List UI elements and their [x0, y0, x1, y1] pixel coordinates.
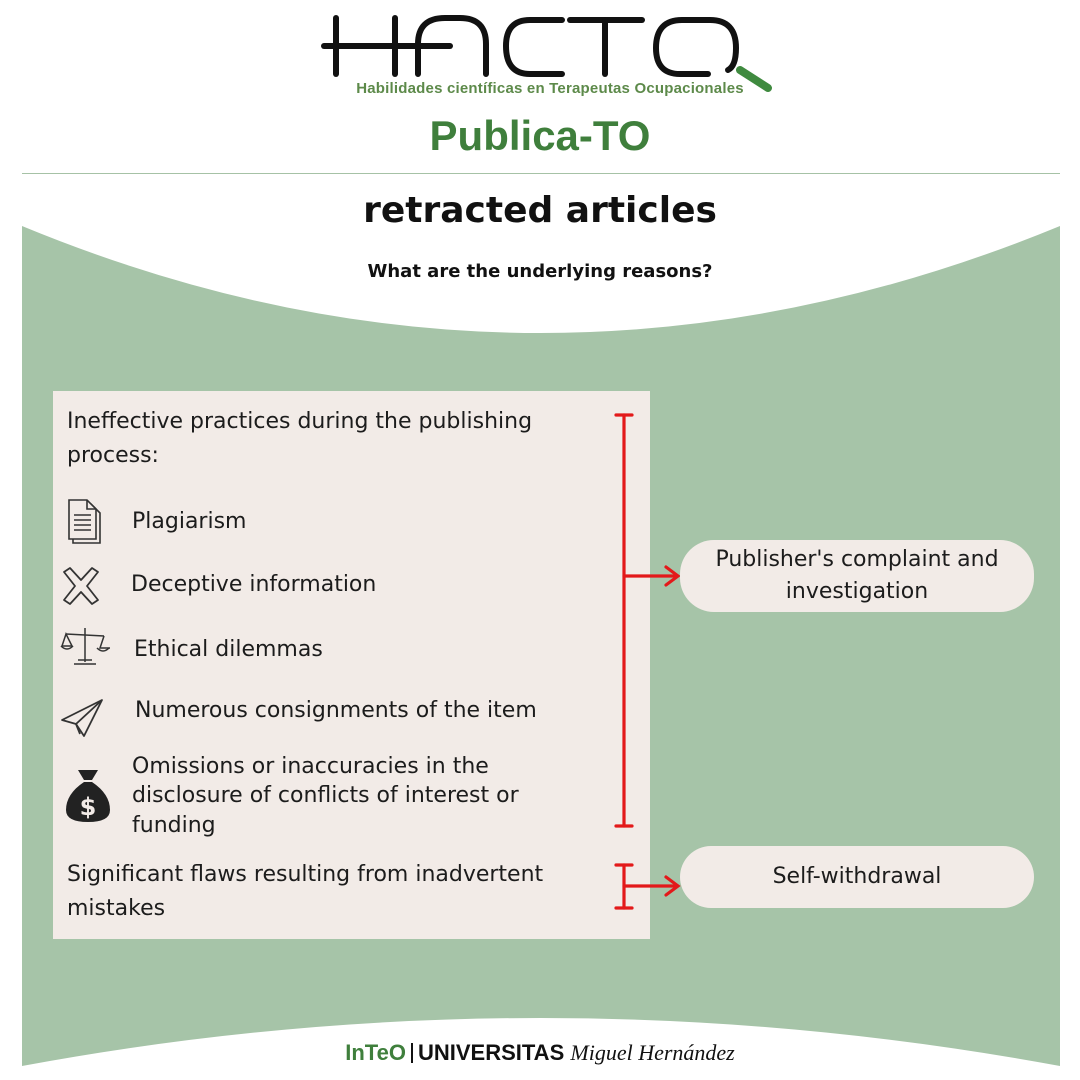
group1-heading: Ineffective practices during the publish… — [67, 409, 533, 469]
reason-item-plagiarism: Plagiarism — [132, 509, 247, 534]
svg-text:$: $ — [80, 793, 97, 821]
scales-icon — [60, 628, 110, 665]
reasons-panel — [53, 391, 650, 939]
outcome-self-withdrawal-pill: Self-withdrawal — [680, 846, 1034, 908]
bracket-arrows — [614, 413, 681, 910]
hacto-logo — [321, 15, 772, 92]
reason-item-numerous-consignments: Numerous consignments of the item — [135, 698, 537, 723]
university-name: Miguel Hernández — [570, 1040, 735, 1065]
universitas-logo: UNIVERSITAS — [417, 1040, 565, 1065]
page-title: retracted articles — [363, 190, 717, 231]
document-icon — [68, 499, 101, 544]
group2-heading: Significant flaws resulting from inadver… — [67, 862, 544, 922]
logo-subtitle: Habilidades científicas en Terapeutas Oc… — [356, 80, 744, 97]
footer-logos: InTeO UNIVERSITAS Miguel Hernández — [0, 1040, 1080, 1066]
footer-separator — [410, 1043, 413, 1063]
outcome-complaint-label: Publisher's complaint and investigation — [715, 547, 999, 604]
page-subtitle: What are the underlying reasons? — [367, 261, 713, 282]
reason-item-deceptive-information: Deceptive information — [131, 572, 377, 597]
reason-item-omissions-disclosure: Omissions or inaccuracies in the disclos… — [132, 754, 519, 838]
outcome-self-withdrawal-label: Self-withdrawal — [772, 864, 942, 890]
reason-item-ethical-dilemmas: Ethical dilemmas — [134, 637, 323, 662]
divider — [22, 173, 1060, 174]
cross-icon — [63, 567, 99, 605]
paper-plane-icon — [61, 699, 103, 737]
outcome-complaint-pill: Publisher's complaint and investigation — [680, 540, 1034, 612]
brand-title: Publica-TO — [429, 112, 651, 159]
inteo-logo: InTeO — [345, 1040, 406, 1065]
money-bag-icon: $ — [66, 770, 110, 822]
